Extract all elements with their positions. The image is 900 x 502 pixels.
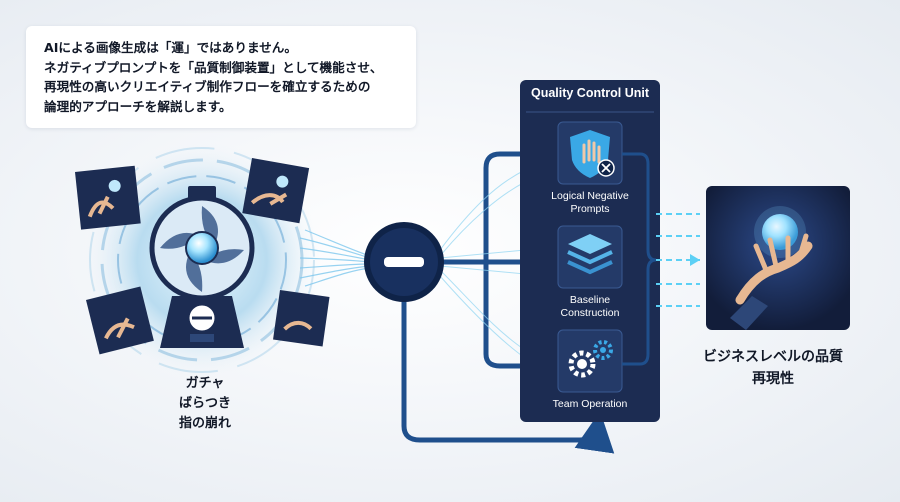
intro-line-1: AIによる画像生成は「運」ではありません。 [44, 40, 297, 55]
step-label-line: Team Operation [552, 398, 628, 410]
label-reproducibility: 再現性 [752, 371, 794, 387]
step-label-line: Construction [560, 307, 620, 319]
shield-hand-icon [570, 130, 615, 178]
intro-line-4: 論理的アプローチを解説します。 [44, 98, 232, 114]
result-labels: ビジネスレベルの品質 再現性 [668, 346, 878, 390]
intro-textbox: AIによる画像生成は「運」ではありません。 ネガティブプロンプトを「品質制御装置… [26, 26, 416, 128]
minus-filter-icon [364, 222, 444, 302]
step-team-operation: Team Operation [520, 398, 660, 411]
perfect-hand-orb-icon [706, 186, 850, 330]
intro-line-3: 再現性の高いクリエイティブ制作フローを確立するための [44, 79, 371, 94]
label-variance: ばらつき [178, 396, 231, 411]
gacha-machine-icon [149, 186, 255, 348]
gears-icon [568, 340, 613, 378]
output-beams [656, 213, 700, 307]
distorted-hand-cards [75, 158, 330, 355]
label-gacha: ガチャ [185, 376, 225, 391]
step-label-line: Baseline [569, 294, 611, 306]
chaos-labels: ガチャ ばらつき 指の崩れ [140, 374, 270, 434]
step-label-line: Logical Negative [551, 190, 629, 202]
label-broken-fingers: 指の崩れ [178, 416, 231, 431]
quality-control-title: Quality Control Unit [530, 86, 650, 100]
output-arrows [622, 152, 657, 366]
step-label-line: Prompts [570, 203, 610, 215]
label-business-quality: ビジネスレベルの品質 [703, 349, 843, 365]
intro-line-2: ネガティブプロンプトを「品質制御装置」として機能させ、 [44, 59, 383, 75]
step-baseline-construction: Baseline Construction [520, 294, 660, 320]
step-logical-negative-prompts: Logical Negative Prompts [520, 190, 660, 216]
layers-icon [567, 234, 613, 275]
branch-rays [439, 169, 526, 359]
